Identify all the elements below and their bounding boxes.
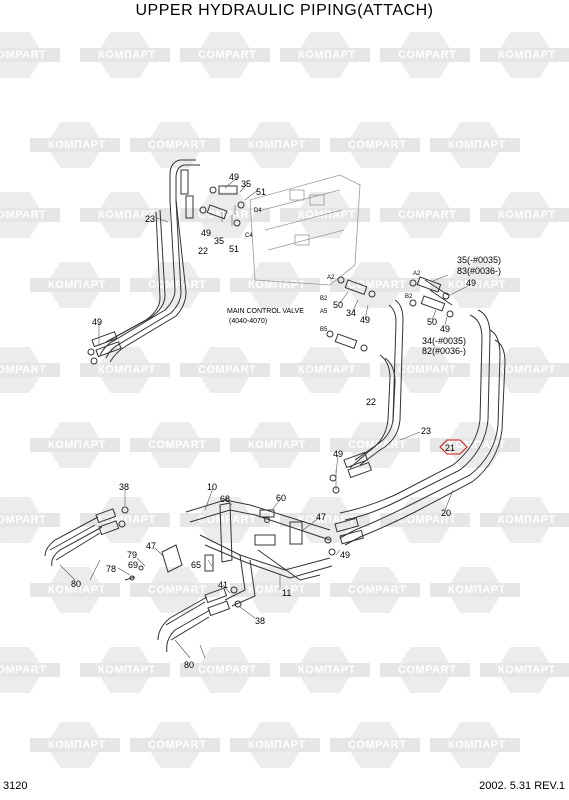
fittings-right: [324, 276, 454, 556]
part-number: 49: [92, 317, 102, 327]
valve-label-line1: MAIN CONTROL VALVE: [227, 308, 304, 315]
main-control-valve: [249, 174, 361, 286]
part-number: 51: [256, 187, 266, 197]
part-number: 21: [445, 443, 455, 453]
part-number: 69: [128, 560, 138, 570]
part-number: 41: [218, 580, 228, 590]
hose-80-bottom: [157, 596, 211, 653]
port-label: B2: [405, 294, 413, 300]
part-number: 82(#0036-): [422, 346, 466, 356]
part-number: 78: [106, 564, 116, 574]
part-number: 49: [340, 550, 350, 560]
page-number: 3120: [3, 780, 28, 792]
part-number: 65: [191, 560, 201, 570]
part-number: 50: [427, 317, 437, 327]
part-number: 47: [316, 512, 326, 522]
part-number: 38: [119, 482, 129, 492]
part-number: 23: [421, 426, 431, 436]
highlight-hexagon: [439, 439, 468, 455]
port-label: B5: [320, 327, 328, 333]
page-title: UPPER HYDRAULIC PIPING(ATTACH): [135, 2, 434, 19]
part-number: 49: [360, 315, 370, 325]
part-number: 49: [201, 228, 211, 238]
port-label: D4: [254, 208, 262, 214]
pipe-23-upper: [99, 159, 200, 363]
part-number: 49: [229, 172, 239, 182]
part-number: 22: [198, 246, 208, 256]
part-number: 35: [241, 179, 251, 189]
part-number: 49: [333, 449, 343, 459]
part-number: 50: [333, 300, 343, 310]
part-number: 35(-#0035): [457, 255, 501, 265]
leader-lines: [59, 177, 471, 659]
pipe-22-23-middle: [349, 299, 404, 469]
part-number: 22: [366, 397, 376, 407]
part-number: 34(-#0035): [422, 336, 466, 346]
part-number: 10: [207, 482, 217, 492]
part-number: 47: [146, 541, 156, 551]
part-number: 80: [184, 660, 194, 670]
port-label: C4: [245, 233, 253, 239]
port-label: A5: [320, 309, 328, 315]
part-number: 23: [145, 214, 155, 224]
port-label: A2: [413, 271, 421, 277]
port-label: B2: [320, 296, 328, 302]
fittings-lower: [95, 506, 275, 617]
hose-80-left: [44, 516, 103, 567]
pipe-20-21-right: [339, 279, 506, 546]
valve-label-line2: (4040-4070): [229, 318, 267, 325]
fitting-left-49: [87, 331, 122, 365]
port-label: A2: [327, 275, 335, 281]
part-number: 83(#0036-): [457, 266, 501, 276]
part-number: 51: [229, 244, 239, 254]
part-number: 34: [346, 308, 356, 318]
part-number: 49: [440, 324, 450, 334]
part-number: 38: [255, 616, 265, 626]
part-number: 49: [466, 278, 476, 288]
part-number: 20: [441, 508, 451, 518]
pipe-10-11-lower: [185, 499, 333, 607]
fittings-upper: [180, 169, 245, 227]
part-number: 60: [276, 493, 286, 503]
part-number: 80: [71, 579, 81, 589]
part-number: 35: [214, 236, 224, 246]
part-number: 79: [127, 550, 137, 560]
bracket-lower: [161, 502, 303, 573]
part-number: 68: [220, 494, 230, 504]
fittings-middle: [326, 276, 376, 494]
revision-date: 2002. 5.31 REV.1: [479, 780, 565, 792]
part-number: 11: [282, 588, 291, 598]
